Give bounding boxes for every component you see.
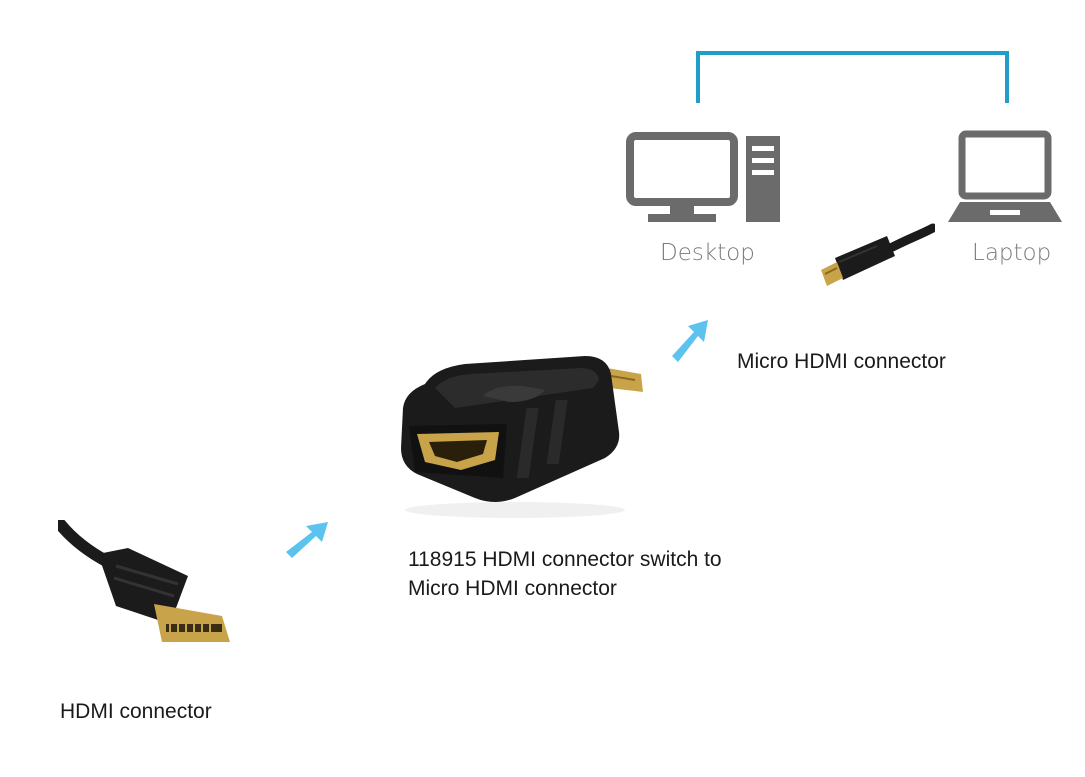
micro-hdmi-cable-image [821,223,935,286]
up-right-arrow-icon [672,320,708,362]
adapter-caption-line1: 118915 HDMI connector switch to [408,548,722,571]
laptop-label: Laptop [972,240,1052,266]
up-right-arrow-icon [286,522,328,558]
hdmi-to-micro-adapter-image [401,356,643,518]
desktop-computer-icon [626,132,780,222]
hdmi-plug-image [58,520,230,642]
micro-hdmi-caption: Micro HDMI connector [737,350,946,373]
desktop-label: Desktop [660,240,755,266]
hdmi-caption: HDMI connector [60,700,212,723]
laptop-icon [948,130,1062,222]
adapter-caption-line2: Micro HDMI connector [408,577,617,600]
connection-bracket [696,51,1009,103]
